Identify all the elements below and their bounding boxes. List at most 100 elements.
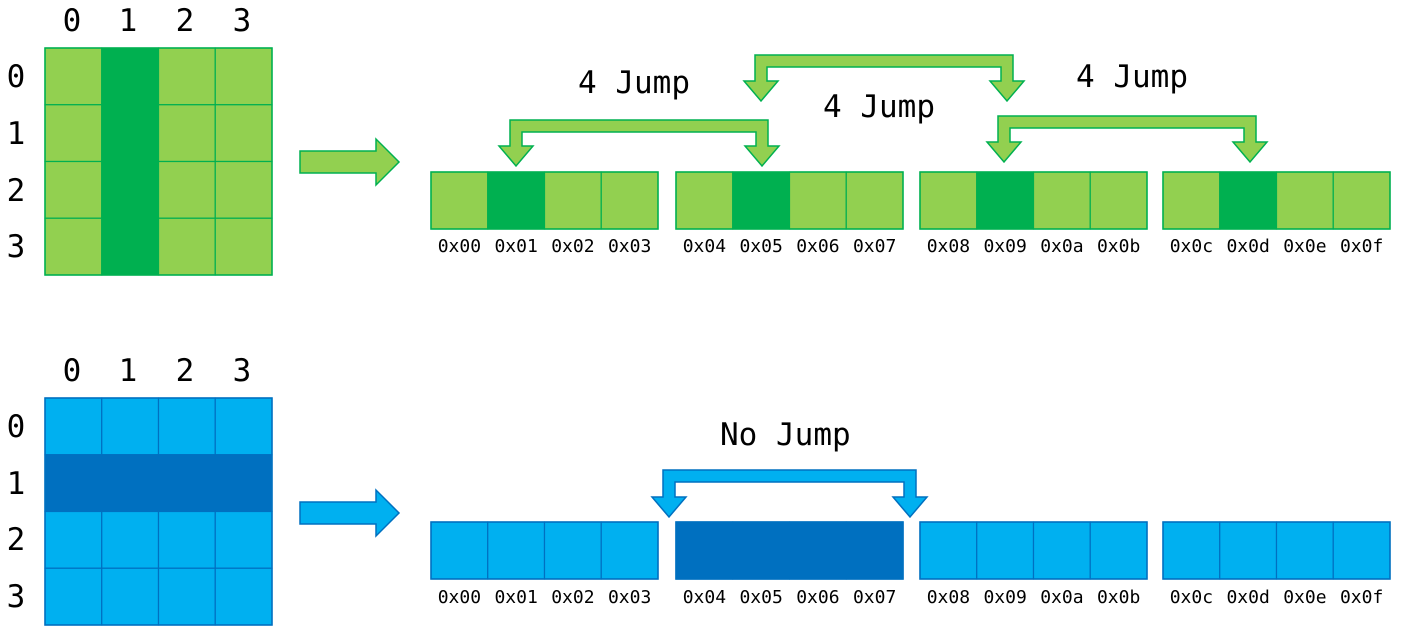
address-label: 0x00 [437, 236, 482, 257]
column-major-memory-byte-6 [788, 171, 847, 230]
col-header-3-bottom: 3 [232, 353, 252, 389]
row-major-matrix-cell-r2-c1 [101, 510, 160, 569]
address-label: 0x05 [739, 587, 783, 608]
address-label: 0x0f [1339, 236, 1384, 257]
column-major-matrix-cell-r1-c3 [214, 104, 273, 163]
column-major-memory-byte-3 [600, 171, 659, 230]
column-major-memory-byte-2 [543, 171, 602, 230]
column-major-memory-byte-10 [1032, 171, 1091, 230]
address-label: 0x02 [551, 587, 595, 608]
address-label: 0x05 [739, 236, 783, 257]
column-major-memory-byte-7 [845, 171, 904, 230]
row-major-matrix-cell-r0-c2 [157, 397, 216, 456]
row-major-memory-byte-9 [976, 521, 1035, 580]
column-major-memory-group-3 [1162, 171, 1391, 230]
address-label: 0x02 [551, 236, 595, 257]
address-label: 0x07 [852, 236, 897, 257]
column-major-memory-byte-9 [976, 171, 1035, 230]
row-major-memory-byte-15 [1332, 521, 1391, 580]
address-label: 0x00 [437, 587, 482, 608]
column-major-memory-byte-12 [1162, 171, 1221, 230]
address-label: 0x01 [494, 587, 538, 608]
row-major-matrix-cell-r1-c2 [157, 454, 216, 513]
row-major-memory-byte-13 [1219, 521, 1278, 580]
jump-label-2: 4 Jump [823, 89, 935, 125]
row-major-matrix-cell-r3-c3 [214, 567, 273, 626]
address-label: 0x0f [1339, 587, 1384, 608]
column-major-memory-byte-8 [919, 171, 978, 230]
column-major-matrix-cell-r0-c3 [214, 47, 273, 106]
right-arrow-icon [299, 488, 401, 538]
row-major-memory-byte-1 [487, 521, 546, 580]
row-major-memory-group-0 [430, 521, 659, 580]
column-major-matrix-cell-r0-c0 [44, 47, 103, 106]
address-label: 0x0b [1096, 587, 1141, 608]
address-label: 0x07 [852, 587, 897, 608]
row-header-3: 3 [6, 229, 26, 265]
column-major-matrix-cell-r3-c3 [214, 217, 273, 276]
column-major-matrix-cell-r2-c1 [101, 160, 160, 219]
column-major-matrix-cell-r3-c0 [44, 217, 103, 276]
row-major-memory-highlight [675, 521, 904, 580]
column-major-memory-byte-1 [487, 171, 546, 230]
address-label: 0x0d [1226, 236, 1270, 257]
column-major-matrix-border [44, 47, 273, 276]
address-label: 0x01 [494, 236, 538, 257]
column-major-memory-group-1 [675, 171, 904, 230]
address-label: 0x03 [607, 587, 652, 608]
row-header-3-bottom: 3 [6, 579, 26, 615]
column-major-memory-byte-11 [1089, 171, 1148, 230]
row-major-matrix-cell-r1-c1 [101, 454, 160, 513]
address-label: 0x06 [796, 587, 840, 608]
address-label: 0x0a [1040, 587, 1084, 608]
address-label: 0x09 [983, 587, 1027, 608]
column-major-memory-group-0 [430, 171, 659, 230]
row-major-matrix-cell-r0-c0 [44, 397, 103, 456]
row-major-memory-byte-8 [919, 521, 978, 580]
address-label: 0x03 [607, 236, 652, 257]
row-header-0-bottom: 0 [6, 409, 26, 445]
row-major-matrix-cell-r0-c3 [214, 397, 273, 456]
row-major-memory-byte-10 [1032, 521, 1091, 580]
col-header-0: 0 [62, 3, 82, 39]
address-label: 0x08 [926, 587, 971, 608]
column-major-memory-byte-4 [675, 171, 734, 230]
address-label: 0x0c [1169, 587, 1214, 608]
address-label: 0x0b [1096, 236, 1141, 257]
row-major-memory-byte-14 [1275, 521, 1334, 580]
row-major-matrix-cell-r2-c2 [157, 510, 216, 569]
col-header-2: 2 [175, 3, 195, 39]
row-major-matrix-border [44, 397, 273, 626]
col-header-1-bottom: 1 [118, 353, 138, 389]
column-major-memory-byte-15 [1332, 171, 1391, 230]
address-label: 0x08 [926, 236, 971, 257]
col-header-0-bottom: 0 [62, 353, 82, 389]
address-label: 0x09 [983, 236, 1027, 257]
row-major-matrix-cell-r3-c0 [44, 567, 103, 626]
jump-arrow-icon [985, 115, 1269, 164]
column-major-memory-group-2 [919, 171, 1148, 230]
row-major-memory-group-3 [1162, 521, 1391, 580]
row-header-1: 1 [6, 116, 26, 152]
row-major-matrix-cell-r2-c0 [44, 510, 103, 569]
jump-arrow-icon [650, 469, 929, 519]
column-major-memory-byte-5 [732, 171, 791, 230]
column-major-matrix-cell-r1-c0 [44, 104, 103, 163]
address-label: 0x0a [1040, 236, 1084, 257]
row-major-matrix-cell-r2-c3 [214, 510, 273, 569]
address-label: 0x04 [682, 587, 727, 608]
row-major-matrix-cell-r3-c1 [101, 567, 160, 626]
row-header-2: 2 [6, 173, 26, 209]
column-major-matrix-cell-r1-c1 [101, 104, 160, 163]
column-major-matrix-cell-r1-c2 [157, 104, 216, 163]
row-header-2-bottom: 2 [6, 522, 26, 558]
row-major-matrix-cell-r0-c1 [101, 397, 160, 456]
column-major-matrix-cell-r2-c0 [44, 160, 103, 219]
address-label: 0x04 [682, 236, 727, 257]
row-major-memory-byte-0 [430, 521, 489, 580]
column-major-matrix-cell-r0-c2 [157, 47, 216, 106]
address-label: 0x0e [1283, 587, 1327, 608]
row-header-0: 0 [6, 59, 26, 95]
col-header-2-bottom: 2 [175, 353, 195, 389]
